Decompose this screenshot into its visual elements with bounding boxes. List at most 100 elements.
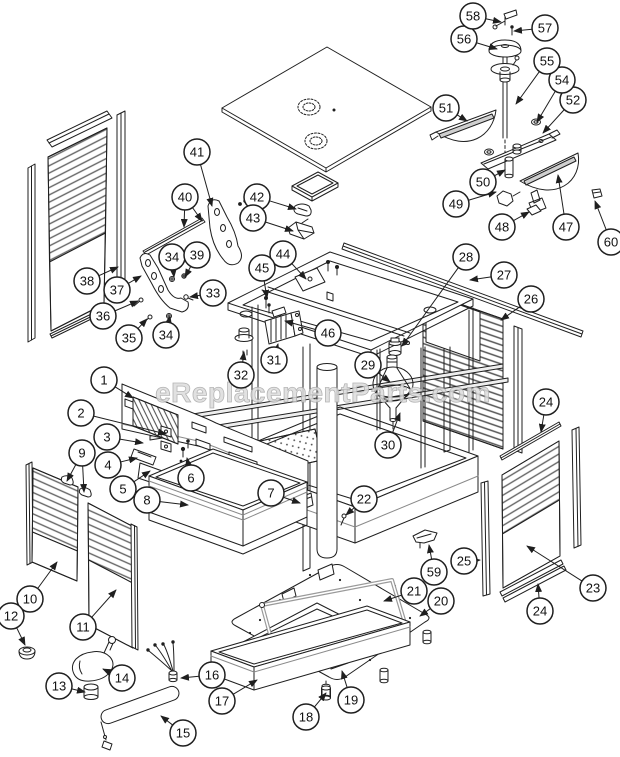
callout-number-8: 8 [143,493,150,508]
part-bracket-4 [130,448,157,466]
callout-leader-19 [341,670,348,688]
callout-number-5: 5 [119,482,126,497]
callout-leader-33 [189,292,201,300]
callout-balloon-41 [183,138,211,166]
callout-balloon-3 [93,423,121,451]
callout-number-50: 50 [476,175,490,190]
callout-number-16: 16 [205,668,219,683]
callout-number-22: 22 [357,492,371,507]
callout-number-32: 32 [234,368,248,383]
callout-balloon-46 [314,319,342,347]
part-half-shelf-47 [519,152,580,214]
callout-number-13: 13 [52,679,66,694]
part-clip-42 [293,203,312,217]
callout-number-46: 46 [321,326,335,341]
callout-leader-55 [515,71,540,105]
lid-vent-icon [304,132,328,150]
callout-balloon-58 [459,2,487,30]
callout-number-31: 31 [267,353,281,368]
callout-leader-38 [98,266,119,277]
callout-leader-34 [164,315,172,325]
callout-balloon-37 [103,276,131,304]
callout-leader-10 [37,561,58,589]
callout-leader-18 [313,692,327,708]
callout-leader-13 [71,686,86,694]
callout-leader-46 [284,319,316,330]
callout-number-14: 14 [115,671,129,686]
callout-balloon-40 [171,183,199,211]
callout-number-4: 4 [104,458,111,473]
callout-leader-17 [232,679,258,695]
part-pedestal-column [316,363,338,559]
callout-leader-30 [392,412,401,434]
callout-balloon-30 [374,431,402,459]
part-top-lid [221,46,432,173]
callout-leader-12 [16,627,26,646]
part-panel-23 [501,440,561,589]
watermark: eReplacementParts.com [155,377,491,408]
part-nut [484,148,494,156]
callout-balloon-32 [227,361,255,389]
part-cap-32 [234,327,254,357]
callout-balloon-13 [45,672,73,700]
callout-leader-4 [120,456,138,464]
callout-number-3: 3 [103,430,110,445]
callout-balloon-47 [552,213,580,241]
part-bracket-59 [412,529,438,549]
callout-balloon-25 [450,547,478,575]
callout-balloon-9 [68,439,96,467]
callout-balloon-6 [177,464,205,492]
part-igniter-wires-16 [146,640,178,683]
callout-balloon-44 [269,240,297,268]
callout-leader-14 [102,668,112,676]
callout-balloon-1 [90,366,118,394]
callout-leader-3 [119,438,144,446]
part-knob-12 [18,646,36,660]
callout-balloon-4 [94,451,122,479]
callout-number-10: 10 [23,592,37,607]
callout-number-34: 34 [165,250,179,265]
callout-balloon-19 [337,686,365,714]
part-spit-rod [502,81,508,161]
callout-leader-40 [180,209,188,228]
callout-number-9: 9 [78,446,85,461]
callout-leader-7 [283,496,301,504]
callout-number-52: 52 [566,93,580,108]
callout-number-56: 56 [457,32,471,47]
callout-leader-42 [269,200,297,210]
part-door-panel-10 [25,461,79,582]
callout-leader-23 [526,545,583,582]
callout-balloon-18 [292,703,320,731]
callout-balloon-60 [597,228,620,256]
part-half-shelf-51 [429,109,497,142]
callout-balloon-20 [427,587,455,615]
part-wedge-60 [591,188,603,199]
callout-balloon-28 [452,243,480,271]
callout-leader-49 [468,190,497,201]
part-mount-bar-52 [480,129,561,170]
callout-balloon-45 [248,254,276,282]
callout-balloon-57 [531,14,559,42]
callout-number-18: 18 [299,710,313,725]
part-door-panel-11 [87,502,139,651]
callout-balloon-55 [533,47,561,75]
callout-number-28: 28 [459,250,473,265]
callout-balloon-7 [257,479,285,507]
callout-leader-60 [594,200,607,231]
callout-leader-28 [401,267,459,347]
callout-leader-24 [535,583,543,599]
callout-balloon-54 [548,66,576,94]
part-heat-tube-15 [100,685,180,751]
part-right-bottom-panel [480,426,582,603]
callout-number-11: 11 [76,620,90,635]
callout-leader-48 [513,211,530,222]
callout-balloon-2 [67,399,95,427]
callout-balloon-38 [73,267,101,295]
callout-leader-15 [160,715,174,726]
callout-balloon-5 [109,475,137,503]
callout-balloon-21 [400,577,428,605]
callout-leader-44 [291,263,307,280]
callout-balloon-23 [579,574,607,602]
callout-leader-21 [383,594,402,602]
